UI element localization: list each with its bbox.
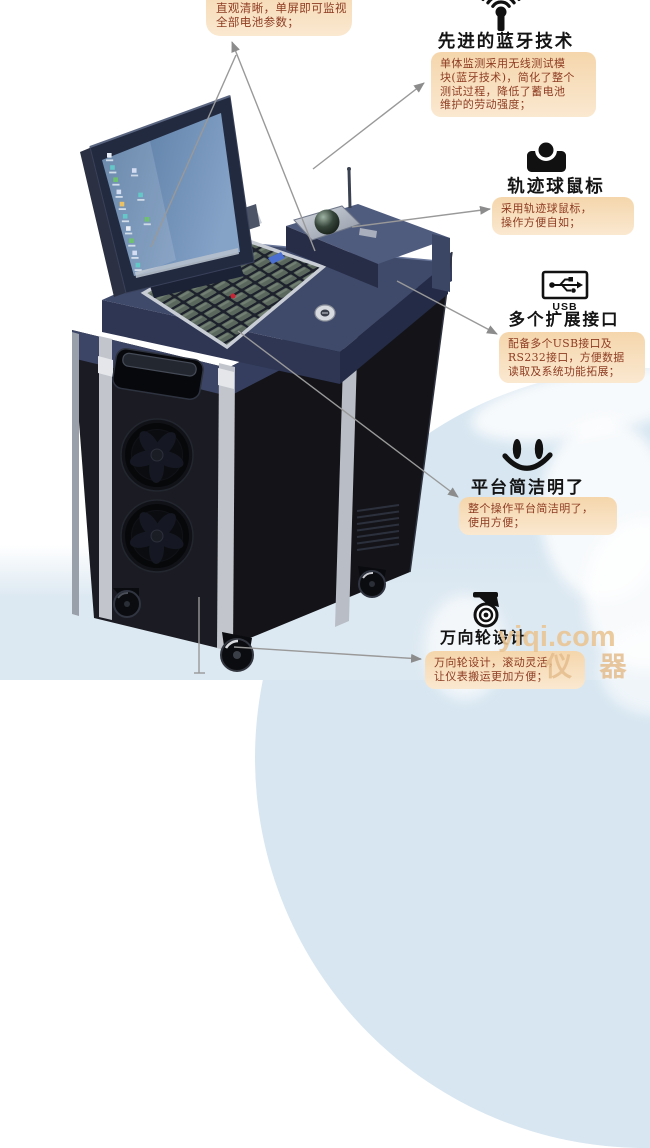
instrument-cart-illustration: USB bbox=[72, 0, 589, 674]
watermark-site-cn: 仪 器 网 bbox=[545, 652, 650, 682]
callout-text-line: 使用方便； bbox=[468, 515, 525, 529]
arrow-to-wheels bbox=[233, 646, 422, 663]
callout-text-line: 直观清晰，单屏即可监视 bbox=[216, 1, 347, 15]
taskbar bbox=[135, 248, 239, 278]
caster-wheel-front-right bbox=[220, 632, 254, 672]
monitor bbox=[80, 95, 260, 298]
trackball-device bbox=[314, 209, 340, 235]
callout-text-line: 单体监测采用无线测试模 bbox=[440, 57, 566, 70]
callout-text-line: 块(蓝牙技术)，简化了整个 bbox=[440, 70, 575, 84]
callout-text-line: 配备多个USB接口及 bbox=[508, 337, 613, 350]
bluetooth-callout-title: 先进的蓝牙技术 bbox=[437, 31, 575, 51]
trackball-callout-title: 轨迹球鼠标 bbox=[507, 176, 605, 196]
callout-text-line: 读取及系统功能拓展； bbox=[508, 364, 620, 378]
cooling-fan bbox=[120, 499, 194, 573]
callout-text-line: 维护的劳动强度； bbox=[440, 98, 532, 112]
arrow-to-platform bbox=[237, 330, 459, 498]
trackpoint-dot bbox=[230, 293, 236, 299]
screen-callout-box: 直观清晰，单屏即可监视 全部电池参数； bbox=[206, 0, 352, 36]
arrow-to-usb bbox=[396, 280, 498, 335]
watermark-site: yiqi.com bbox=[498, 621, 616, 653]
usb-icon-label: USB bbox=[552, 301, 577, 313]
callout-text-line: 测试过程，降低了蓄电池 bbox=[440, 84, 566, 98]
arrow-to-trackball bbox=[351, 205, 491, 228]
cart-handle bbox=[112, 348, 204, 400]
callout-text-line: RS232接口，方便数据 bbox=[508, 350, 625, 364]
callout-text-line: 操作方便自如； bbox=[501, 215, 581, 229]
caster-wheel-icon bbox=[473, 592, 499, 628]
blue-key bbox=[268, 252, 285, 264]
screen-desktop bbox=[102, 113, 240, 276]
vent-slots bbox=[356, 504, 400, 551]
arrow-to-screen-callout bbox=[231, 41, 316, 252]
callout-text-line: 整个操作平台简洁明了， bbox=[468, 502, 594, 515]
callout-text-line: 万向轮设计，滚动灵活， bbox=[434, 656, 560, 669]
trackball-callout-box: 采用轨迹球鼠标， 操作方便自如； bbox=[492, 197, 634, 235]
cooling-fan bbox=[120, 418, 194, 492]
screen-glare bbox=[102, 141, 176, 276]
callout-arrows bbox=[150, 41, 498, 674]
wireless-signal-icon bbox=[481, 0, 521, 31]
smiley-icon bbox=[502, 439, 553, 471]
key-lock bbox=[314, 304, 336, 322]
line-through-screen bbox=[150, 54, 237, 248]
callout-text-line: 全部电池参数； bbox=[216, 14, 300, 29]
trackball-platform bbox=[286, 167, 450, 292]
caster-wheel-front-left bbox=[113, 588, 141, 618]
usb-icon: USB bbox=[541, 270, 589, 313]
arrow-to-bluetooth bbox=[312, 82, 425, 170]
antenna bbox=[347, 169, 352, 209]
wheels-callout-title: 万向轮设计 bbox=[440, 630, 528, 647]
bluetooth-callout-box: 单体监测采用无线测试模 块(蓝牙技术)，简化了整个 测试过程，降低了蓄电池 维护… bbox=[431, 52, 596, 118]
caster-wheel-rear-right bbox=[358, 566, 386, 598]
desktop-icons bbox=[106, 153, 151, 271]
usb-callout-title: 多个扩展接口 bbox=[508, 311, 620, 329]
usb-callout-box: 配备多个USB接口及 RS232接口，方便数据 读取及系统功能拓展； bbox=[499, 332, 645, 384]
trackball-icon bbox=[527, 139, 566, 172]
platform-callout-box: 整个操作平台简洁明了， 使用方便； bbox=[459, 497, 617, 535]
platform-callout-title: 平台简洁明了 bbox=[471, 478, 585, 497]
callout-text-line: 采用轨迹球鼠标， bbox=[501, 202, 593, 215]
